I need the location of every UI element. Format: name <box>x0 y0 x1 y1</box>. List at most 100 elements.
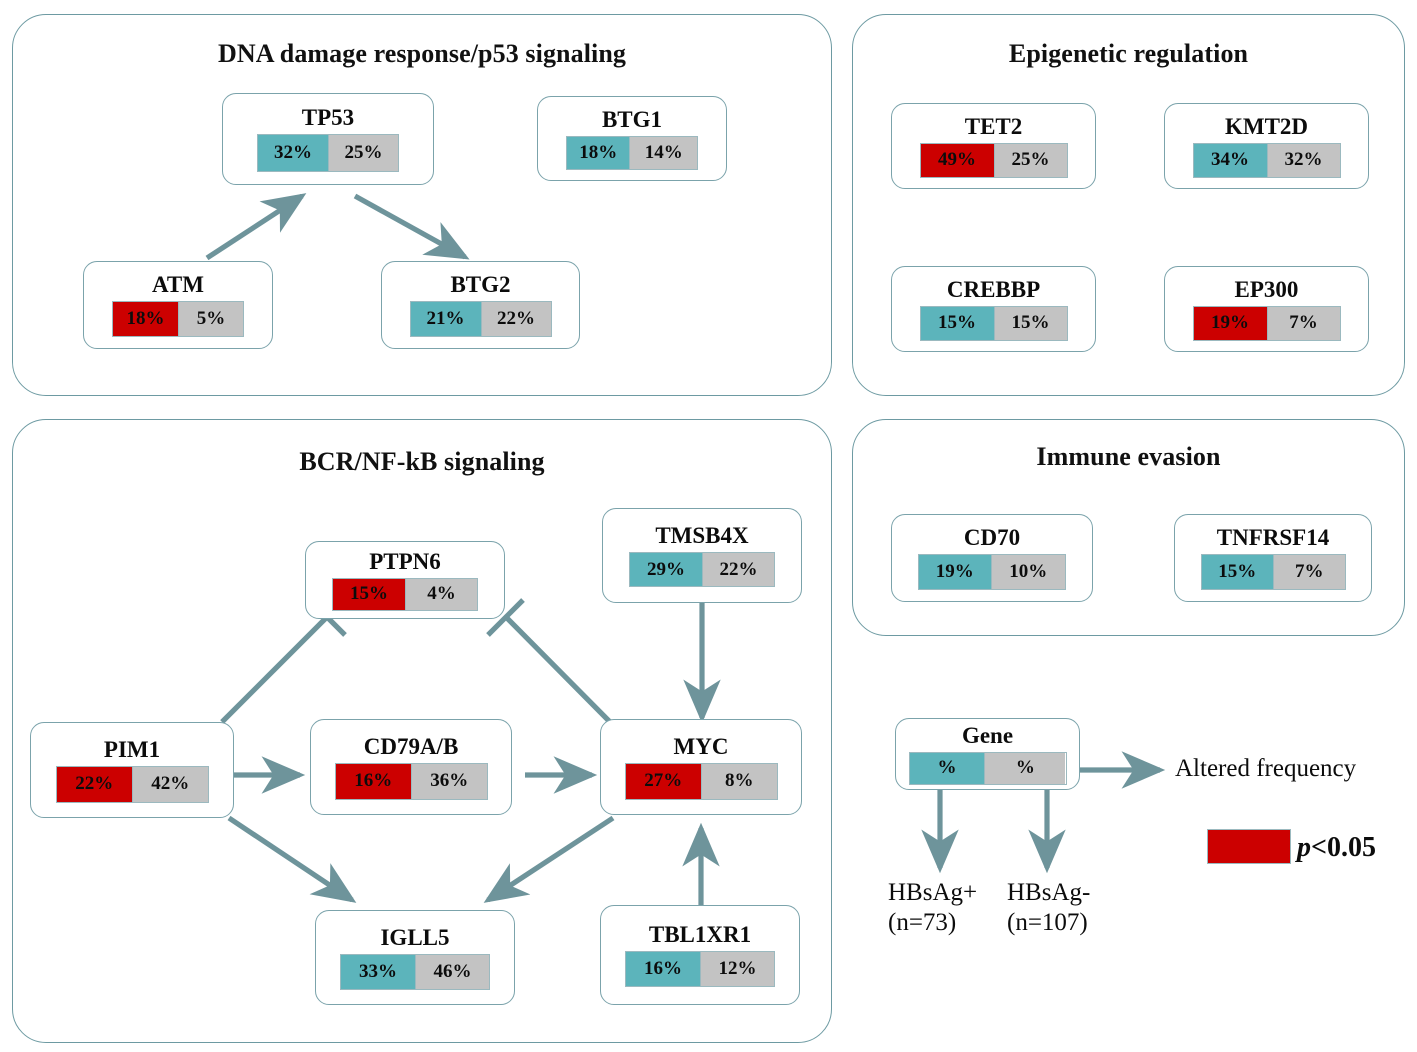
gene-node-tmsb4x[interactable]: TMSB4X 29% 22% <box>602 508 802 603</box>
gene-left-value: 15% <box>920 306 994 340</box>
gene-node-crebbp[interactable]: CREBBP 15% 15% <box>891 266 1096 352</box>
legend-hbsag-positive: HBsAg+ (n=73) <box>888 878 977 938</box>
gene-bar-kmt2d: 34% 32% <box>1192 142 1341 178</box>
gene-label-atm: ATM <box>152 272 204 297</box>
gene-bar-atm: 18% 5% <box>112 301 244 337</box>
panel-title-immune: Immune evasion <box>1036 442 1221 471</box>
gene-right-value: 32% <box>1266 143 1340 177</box>
gene-right-value: 22% <box>702 553 774 586</box>
legend-gene-bar: % % <box>908 751 1067 785</box>
panel-title-bcr: BCR/NF-kB signaling <box>299 447 545 476</box>
gene-node-cd79ab[interactable]: CD79A/B 16% 36% <box>310 719 512 815</box>
gene-right-value: 46% <box>415 954 489 989</box>
gene-left-value: 27% <box>625 763 701 799</box>
gene-node-atm[interactable]: ATM 18% 5% <box>83 261 273 349</box>
gene-right-value: 25% <box>328 135 398 171</box>
gene-node-cd70[interactable]: CD70 19% 10% <box>891 514 1093 602</box>
gene-left-value: 15% <box>333 578 405 610</box>
gene-bar-btg2: 21% 22% <box>409 301 552 337</box>
gene-left-value: 16% <box>626 952 700 986</box>
gene-left-value: 18% <box>567 136 630 169</box>
gene-node-btg1[interactable]: BTG1 18% 14% <box>537 96 727 181</box>
gene-right-value: 14% <box>629 136 697 169</box>
gene-right-value: 5% <box>178 302 243 336</box>
gene-bar-ep300: 19% 7% <box>1192 305 1341 341</box>
gene-left-value: 34% <box>1193 143 1267 177</box>
gene-right-value: 12% <box>700 952 774 986</box>
gene-bar-cd70: 19% 10% <box>918 554 1066 590</box>
gene-label-ep300: EP300 <box>1234 276 1299 302</box>
legend-hbsag-positive-label: HBsAg+ <box>888 879 978 906</box>
gene-left-value: 16% <box>335 763 411 799</box>
gene-label-crebbp: CREBBP <box>946 276 1041 302</box>
gene-bar-btg1: 18% 14% <box>566 135 698 170</box>
legend-pvalue-text: p<0.05 <box>1297 832 1376 864</box>
legend-left-percent: % <box>909 752 985 784</box>
gene-node-tet2[interactable]: TET2 49% 25% <box>891 103 1096 189</box>
gene-bar-tmsb4x: 29% 22% <box>629 552 775 587</box>
gene-bar-myc: 27% 8% <box>624 762 778 800</box>
gene-label-btg2: BTG2 <box>450 272 511 297</box>
legend-gene-label: Gene <box>961 722 1014 748</box>
gene-label-ptpn6: PTPN6 <box>369 548 441 574</box>
gene-left-value: 18% <box>113 302 178 336</box>
gene-right-value: 10% <box>990 555 1065 589</box>
gene-bar-crebbp: 15% 15% <box>919 305 1068 341</box>
gene-left-value: 33% <box>341 954 415 989</box>
gene-node-igll5[interactable]: IGLL5 33% 46% <box>315 910 515 1005</box>
gene-bar-tp53: 32% 25% <box>257 134 399 172</box>
gene-label-tmsb4x: TMSB4X <box>655 523 749 548</box>
gene-node-tp53[interactable]: TP53 32% 25% <box>222 93 434 185</box>
legend-hbsag-negative: HBsAg- (n=107) <box>1007 878 1090 938</box>
gene-node-kmt2d[interactable]: KMT2D 34% 32% <box>1164 103 1369 189</box>
gene-right-value: 36% <box>411 763 487 799</box>
gene-label-cd79ab: CD79A/B <box>363 733 459 759</box>
gene-label-tbl1xr1: TBL1XR1 <box>648 922 752 947</box>
gene-bar-igll5: 33% 46% <box>340 953 490 990</box>
gene-bar-ptpn6: 15% 4% <box>332 577 478 611</box>
gene-left-value: 22% <box>56 766 132 802</box>
gene-bar-tbl1xr1: 16% 12% <box>625 951 775 987</box>
gene-node-ep300[interactable]: EP300 19% 7% <box>1164 266 1369 352</box>
gene-node-pim1[interactable]: PIM1 22% 42% <box>30 722 234 818</box>
gene-node-ptpn6[interactable]: PTPN6 15% 4% <box>305 541 505 619</box>
legend-hbsag-negative-count: (n=107) <box>1007 909 1088 936</box>
gene-left-value: 29% <box>630 553 702 586</box>
legend-pvalue-rest: <0.05 <box>1311 832 1376 863</box>
gene-label-igll5: IGLL5 <box>380 924 450 950</box>
gene-node-tnfrsf14[interactable]: TNFRSF14 15% 7% <box>1174 514 1372 602</box>
gene-left-value: 32% <box>258 135 328 171</box>
gene-bar-pim1: 22% 42% <box>55 765 209 803</box>
gene-left-value: 21% <box>410 302 481 336</box>
gene-bar-cd79ab: 16% 36% <box>334 762 488 800</box>
gene-left-value: 19% <box>919 555 991 589</box>
legend-pvalue-italic-p: p <box>1297 832 1311 863</box>
gene-right-value: 42% <box>132 766 208 802</box>
legend-hbsag-positive-count: (n=73) <box>888 909 957 936</box>
legend-hbsag-negative-label: HBsAg- <box>1007 879 1091 906</box>
gene-left-value: 49% <box>920 143 994 177</box>
gene-right-value: 7% <box>1266 306 1340 340</box>
gene-node-myc[interactable]: MYC 27% 8% <box>600 719 802 815</box>
gene-left-value: 15% <box>1201 555 1273 589</box>
gene-label-kmt2d: KMT2D <box>1224 113 1309 139</box>
gene-right-value: 15% <box>993 306 1067 340</box>
gene-node-tbl1xr1[interactable]: TBL1XR1 16% 12% <box>600 905 800 1005</box>
gene-label-tnfrsf14: TNFRSF14 <box>1216 525 1330 550</box>
gene-node-btg2[interactable]: BTG2 21% 22% <box>381 261 580 349</box>
gene-right-value: 7% <box>1273 555 1345 589</box>
panel-title-epigenetic: Epigenetic regulation <box>1008 39 1249 68</box>
gene-label-btg1: BTG1 <box>601 106 663 132</box>
gene-right-value: 25% <box>993 143 1067 177</box>
gene-bar-tnfrsf14: 15% 7% <box>1200 554 1346 590</box>
legend-altered-frequency: Altered frequency <box>1175 755 1357 782</box>
legend-gene-node: Gene % % <box>895 718 1080 790</box>
legend-right-percent: % <box>984 752 1066 784</box>
gene-label-myc: MYC <box>673 733 729 759</box>
gene-right-value: 4% <box>405 578 477 610</box>
panel-title-dna: DNA damage response/p53 signaling <box>217 39 627 68</box>
gene-label-pim1: PIM1 <box>103 736 161 762</box>
gene-bar-tet2: 49% 25% <box>919 142 1068 178</box>
gene-right-value: 8% <box>701 763 777 799</box>
gene-left-value: 19% <box>1193 306 1267 340</box>
